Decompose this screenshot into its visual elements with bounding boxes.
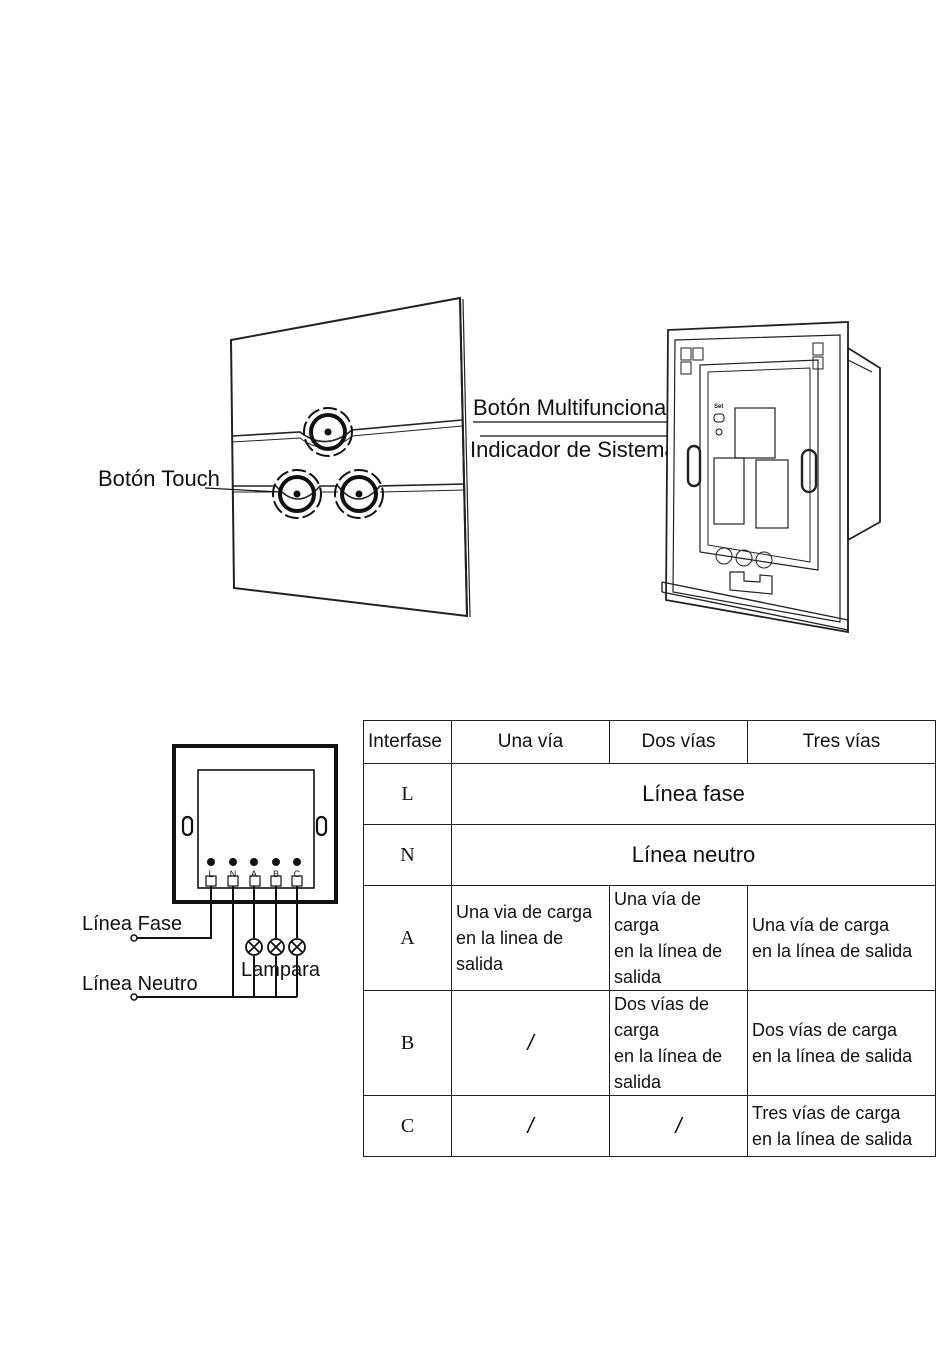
cell-line: Dos vías de carga [614,994,710,1040]
header-three-way: Tres vías [747,720,936,764]
cell-line: en la línea de salida [614,1046,723,1092]
cell-line: Una vía de carga [752,915,890,935]
cell-line: en la línea de salida [752,1046,913,1066]
terminal-dot-B [272,858,280,866]
cell-line: Una via de carga [456,902,593,922]
lamp-icon [267,938,285,956]
lamp-icon [288,938,306,956]
table-cell: Dos vías de carga en la línea de salida [609,990,748,1096]
wiring-diagram: L N A B C Línea Fase Línea Neutro Lampar… [82,744,338,1001]
header-interface: Interfase [363,720,452,764]
multi-button-icon [713,413,725,423]
header-one-way: Una vía [451,720,610,764]
system-indicator-label: Indicador de Sistema [470,437,677,462]
table-cell: Línea fase [451,763,936,825]
table-row: C / / Tres vías de carga en la línea de … [363,1095,936,1157]
table-row: L Línea fase [363,763,936,825]
line-neutral-label: Línea Neutro [82,973,198,995]
cell-line: en la línea de salida [614,941,723,987]
terminal-dot-L [207,858,215,866]
table-cell: Tres vías de carga en la línea de salida [747,1095,936,1157]
cell-line: Tres vías de carga [752,1103,901,1123]
terminal-label: C [294,869,301,879]
table-cell: / [451,990,610,1096]
terminal-dot-C [293,858,301,866]
table-cell: / [451,1095,610,1157]
terminal-label: N [230,869,237,879]
interface-table: Interfase Una vía Dos vías Tres vías L L… [363,720,936,1157]
row-label: L [363,763,452,825]
terminal-label: B [273,869,279,879]
table-cell: Una vía de carga en la línea de salida [609,885,748,991]
table-cell: Dos vías de carga en la línea de salida [747,990,936,1096]
indicator-led-icon [715,428,723,436]
product-illustrations: Botón Touch Botón Multifuncional Indicad… [98,296,881,634]
table-row: N Línea neutro [363,824,936,886]
front-panel [229,296,471,618]
terminal-label: A [251,869,257,879]
touch-button-left-icon [272,469,322,519]
row-label: N [363,824,452,886]
row-label: C [363,1095,452,1157]
terminal-label: L [208,869,213,879]
table-cell: Línea neutro [451,824,936,886]
touch-button-label: Botón Touch [98,466,220,491]
back-module [661,321,881,634]
touch-label-pointer [204,487,281,493]
cell-line: Dos vías de carga [752,1020,898,1040]
terminal-dot-N [229,858,237,866]
row-label: A [363,885,452,991]
line-phase-label: Línea Fase [82,913,182,935]
table-cell: / [609,1095,748,1157]
row-label: B [363,990,452,1096]
table-cell: Una vía de carga en la línea de salida [747,885,936,991]
touch-button-right-icon [334,469,384,519]
set-label: Set [714,404,723,410]
terminal-dot-A [250,858,258,866]
multi-button-label: Botón Multifuncional [473,395,671,420]
table-cell: Una via de carga en la linea de salida [451,885,610,991]
table-row: B / Dos vías de carga en la línea de sal… [363,990,936,1096]
touch-button-top-icon [303,407,353,457]
table-header-row: Interfase Una vía Dos vías Tres vías [363,720,936,764]
table-row: A Una via de carga en la linea de salida… [363,885,936,991]
header-two-way: Dos vías [609,720,748,764]
cell-line: en la linea de salida [456,928,564,974]
cell-line: en la línea de salida [752,1129,913,1149]
lamp-icon [245,938,263,956]
cell-line: Una vía de carga [614,889,702,935]
lamp-label: Lampara [241,959,321,981]
cell-line: en la línea de salida [752,941,913,961]
